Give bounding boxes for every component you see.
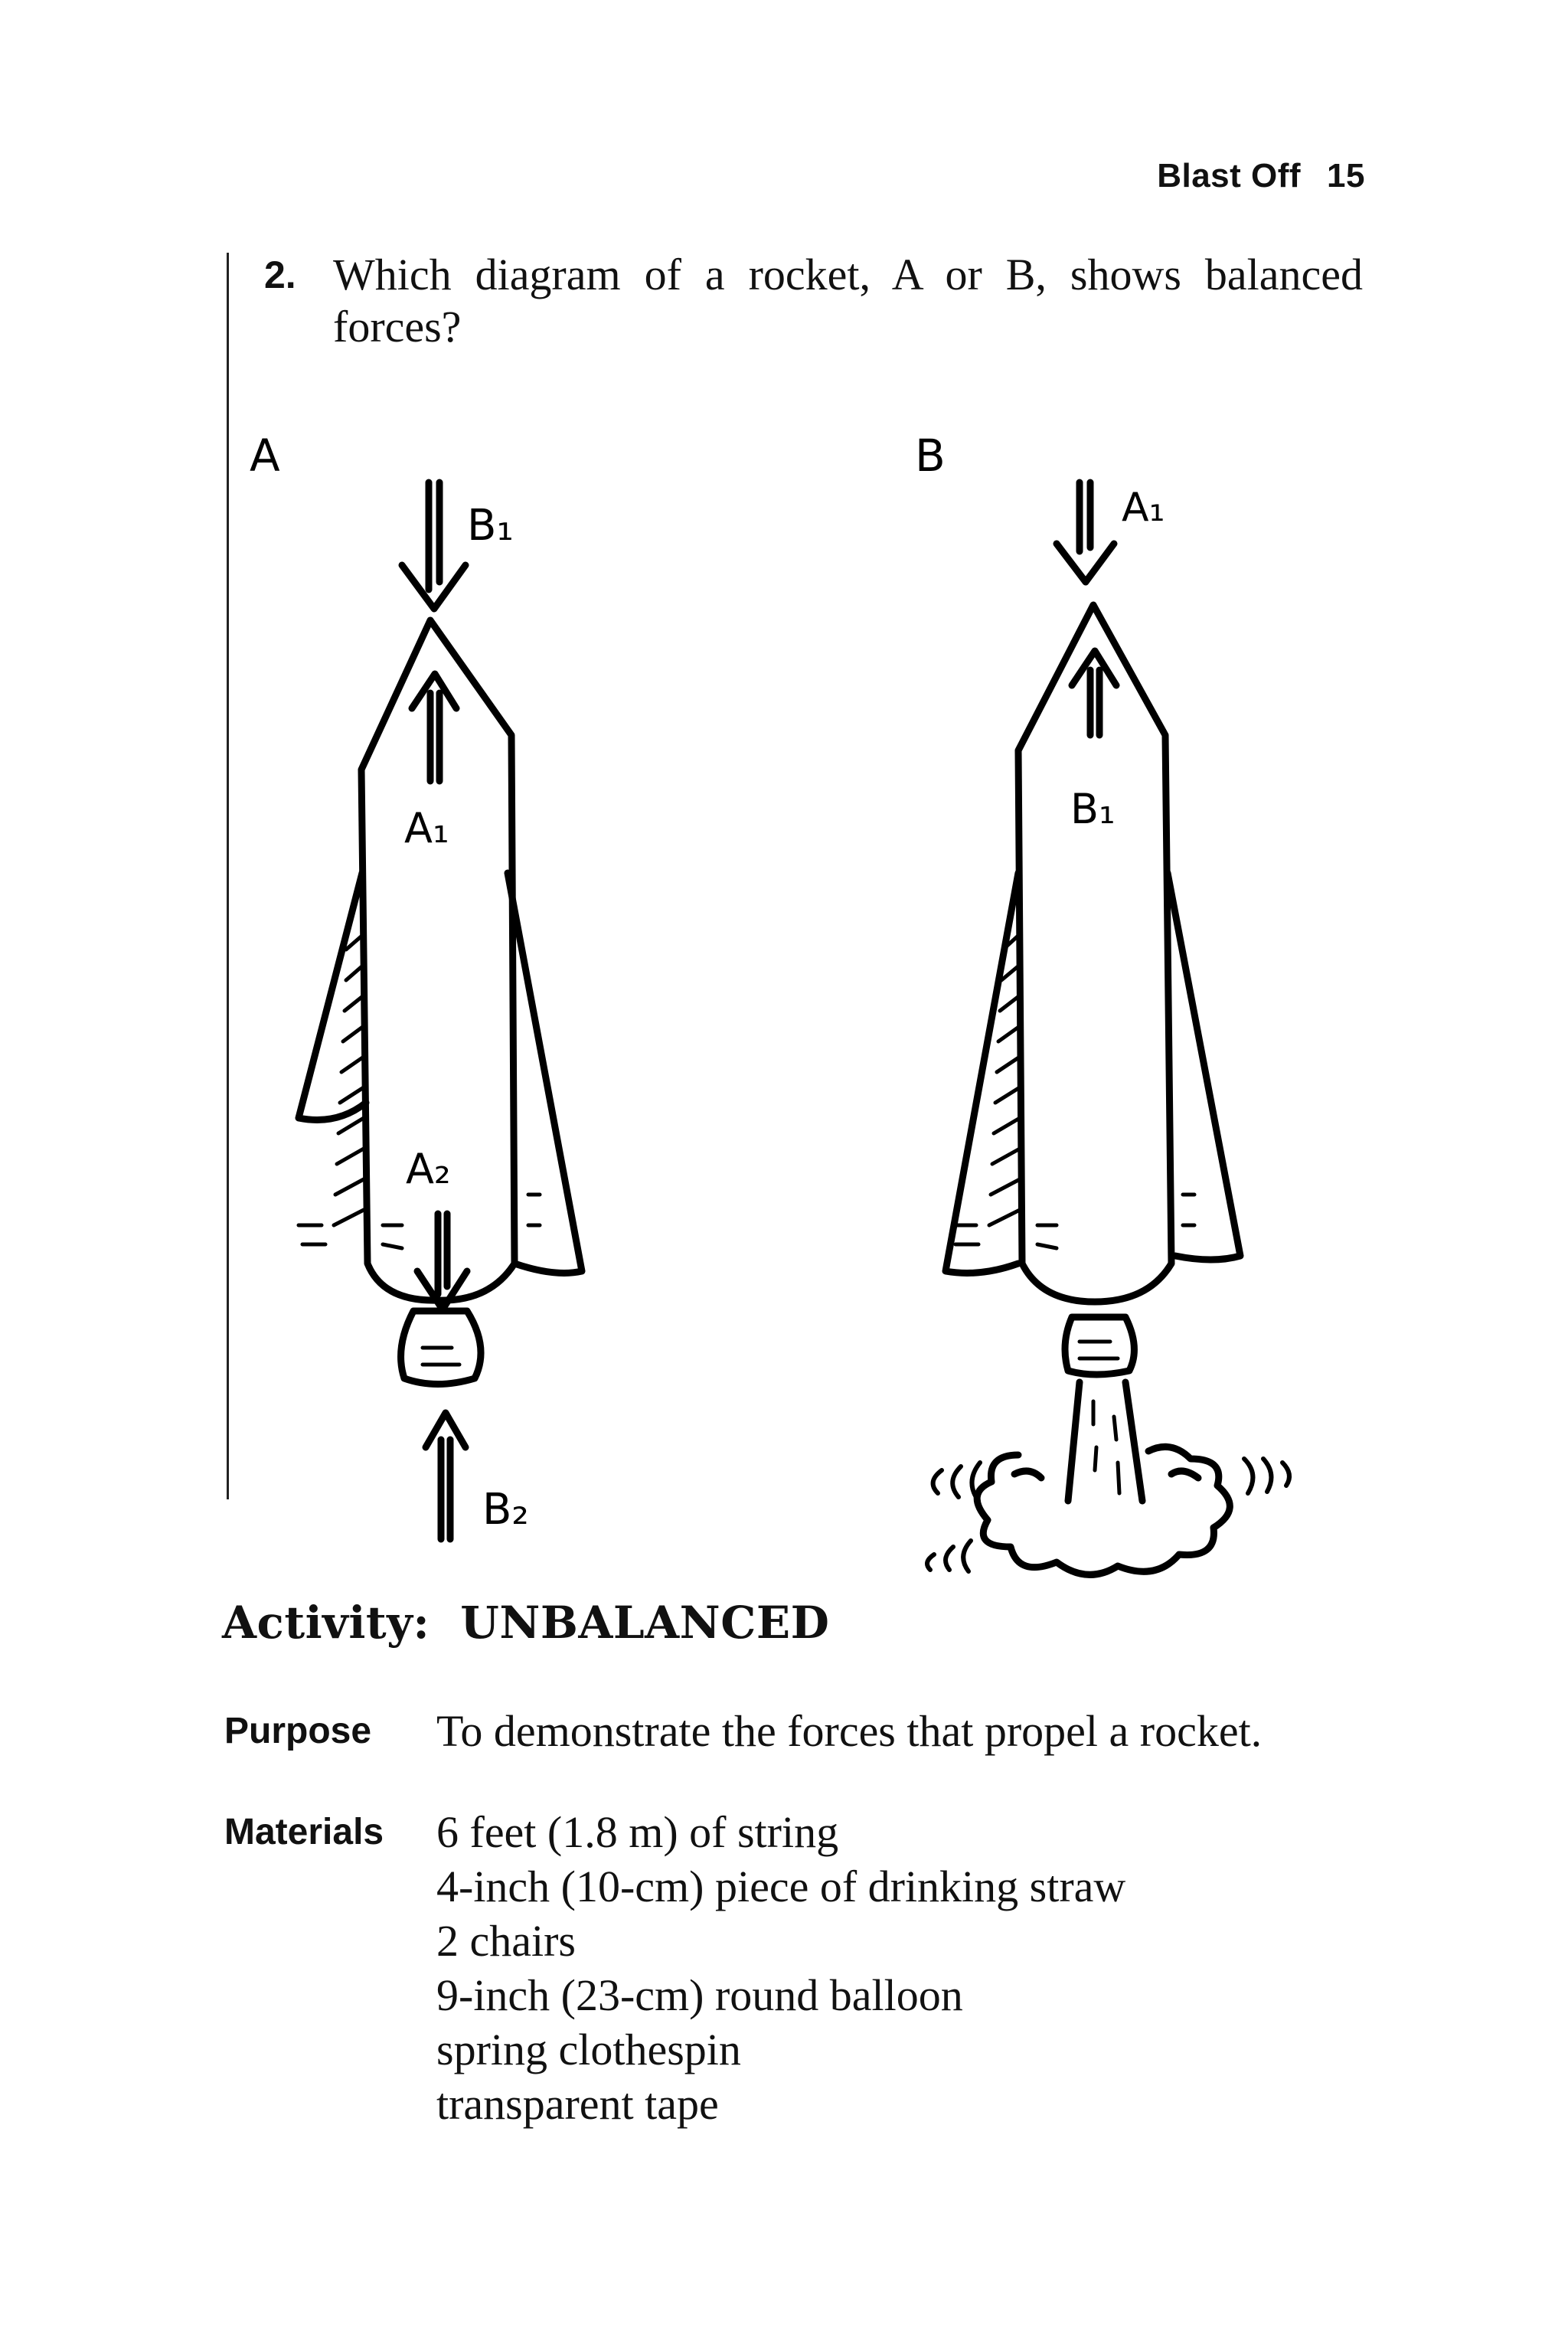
materials-item: 4-inch (10-cm) piece of drinking straw (436, 1862, 1126, 1911)
rocket-a-left-fin (295, 869, 370, 1123)
running-header: Blast Off 15 (1157, 157, 1365, 195)
activity-heading: Activity: UNBALANCED (222, 1597, 829, 1649)
activity-prefix: Activity: (222, 1597, 430, 1649)
rocket-b-body (1014, 601, 1175, 1306)
rocket-b-hatching (951, 932, 1197, 1250)
rocket-b (925, 479, 1292, 1578)
b-arrow-inner-up-label: B₁ (1070, 785, 1116, 833)
question-2: 2. Which diagram of a rocket, A or B, sh… (264, 249, 1363, 353)
arrow-a-inner-up (408, 670, 460, 785)
materials-item: spring clothespin (436, 2025, 741, 2074)
materials-label: Materials (224, 1812, 384, 1852)
materials-list: 6 feet (1.8 m) of string 4-inch (10-cm) … (436, 1805, 1125, 2131)
arrow-b-top-down (1053, 479, 1118, 586)
rocket-diagrams: A B B₁ A₁ A₂ B₂ A₁ B₁ (250, 430, 1292, 1578)
rocket-b-nozzle-lines (1077, 1339, 1120, 1361)
materials-item: 2 chairs (436, 1916, 576, 1966)
arrow-b-inner-up (1068, 647, 1120, 739)
question-text: Which diagram of a rocket, A or B, shows… (333, 250, 1363, 351)
a-arrow-top-label: B₁ (467, 501, 514, 551)
rocket-b-exhaust (925, 1378, 1292, 1578)
a-arrow-inner-down-label: A₂ (406, 1145, 451, 1193)
margin-rule (227, 253, 229, 1499)
diagram-b-label: B (915, 430, 946, 482)
purpose-text: To demonstrate the forces that propel a … (436, 1706, 1263, 1756)
header-section-title: Blast Off (1157, 157, 1302, 195)
rocket-a-hatching (296, 932, 542, 1250)
rocket-b-right-fin (1164, 869, 1244, 1264)
materials-item: transparent tape (436, 2079, 719, 2129)
materials-item: 9-inch (23-cm) round balloon (436, 1970, 963, 2020)
rocket-a-nozzle (397, 1307, 485, 1388)
b-arrow-top-label: A₁ (1122, 485, 1165, 531)
materials-section: Materials 6 feet (1.8 m) of string 4-inc… (224, 1805, 1125, 2131)
arrow-a-top-down (398, 479, 469, 613)
materials-item: 6 feet (1.8 m) of string (436, 1807, 839, 1857)
rocket-a (295, 479, 586, 1543)
purpose-label: Purpose (224, 1711, 372, 1751)
rocket-b-nozzle (1061, 1313, 1138, 1378)
diagram-a-label: A (250, 430, 280, 482)
purpose-section: Purpose To demonstrate the forces that p… (224, 1704, 1262, 1758)
rocket-a-right-fin (504, 869, 586, 1277)
page-number: 15 (1327, 157, 1365, 195)
activity-title: UNBALANCED (460, 1597, 830, 1649)
a-arrow-inner-up-label: A₁ (404, 804, 449, 852)
rocket-a-body (358, 616, 518, 1304)
a-arrow-bottom-label: B₂ (482, 1485, 529, 1535)
arrow-a-bottom-up (422, 1409, 469, 1543)
rocket-a-nozzle-lines (420, 1345, 462, 1367)
arrow-a-inner-down (413, 1210, 471, 1313)
question-number: 2. (264, 253, 296, 296)
rocket-b-left-fin (942, 869, 1022, 1277)
